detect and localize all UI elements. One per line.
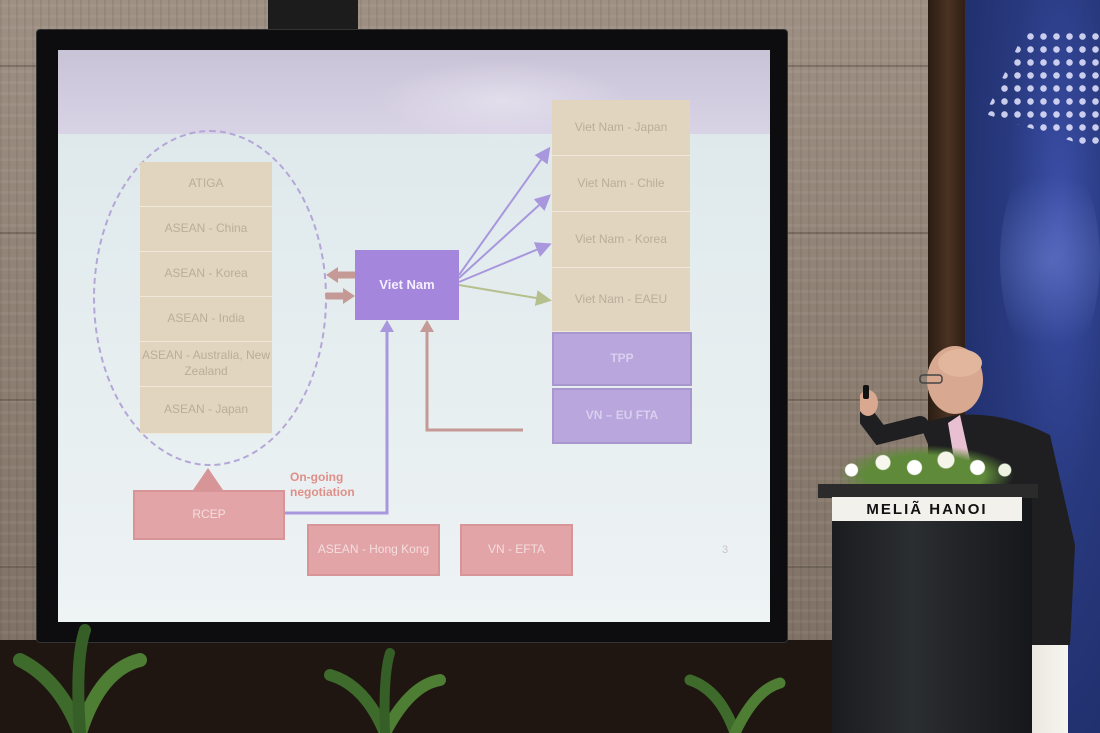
arrow-head-tpp-eu <box>420 320 434 332</box>
ongoing-negotiation-label: On-going negotiation <box>290 470 355 499</box>
agreement-vn-eu-fta: VN – EU FTA <box>552 388 692 444</box>
arrow-from-ongoing <box>285 326 389 515</box>
arrow-to-vn-korea <box>458 242 552 283</box>
agreement-vn-chile: Viet Nam - Chile <box>552 156 690 212</box>
arrows-to-left-group <box>326 267 355 304</box>
podium-top <box>818 484 1038 498</box>
projected-slide: ATIGA ASEAN - China ASEAN - Korea ASEAN … <box>58 50 770 622</box>
agreement-asean-korea: ASEAN - Korea <box>140 252 272 297</box>
arrow-head-left-2 <box>343 288 355 304</box>
arrow-from-tpp-eu <box>425 326 523 432</box>
arrows-to-bilateral-group <box>458 146 552 283</box>
speaker-arm <box>860 406 929 446</box>
podium-sign: MELIÃ HANOI <box>832 497 1022 521</box>
podium <box>832 490 1032 733</box>
viet-nam-center-box: Viet Nam <box>355 250 459 320</box>
agreement-asean-australia-nz: ASEAN - Australia, New Zealand <box>140 342 272 387</box>
plant-center <box>324 648 446 733</box>
asean-hong-kong-box: ASEAN - Hong Kong <box>307 524 440 576</box>
agreement-vn-korea: Viet Nam - Korea <box>552 212 690 268</box>
slide-arrows <box>193 146 552 515</box>
banner-glow <box>1000 150 1100 370</box>
flower-arrangement <box>820 440 1030 490</box>
vn-efta-box: VN - EFTA <box>460 524 573 576</box>
arrow-head-rcep <box>193 468 223 490</box>
arrow-head-left-1 <box>326 267 338 283</box>
slide-page-number: 3 <box>722 544 729 556</box>
speaker-glasses <box>919 374 943 384</box>
speaker-bald-top <box>938 349 982 377</box>
arrow-to-vn-eaeu <box>458 284 552 306</box>
agreement-asean-japan: ASEAN - Japan <box>140 387 272 434</box>
arrow-to-vn-chile <box>458 194 551 279</box>
agreement-asean-china: ASEAN - China <box>140 207 272 252</box>
agreement-asean-india: ASEAN - India <box>140 297 272 342</box>
rcep-box: RCEP <box>133 490 285 540</box>
arrow-head-ongoing <box>380 320 394 332</box>
arrow-to-vn-japan <box>458 146 551 276</box>
plant-right <box>684 674 786 733</box>
agreement-tpp: TPP <box>552 332 692 386</box>
presenter-remote-icon <box>863 385 869 399</box>
plant-left <box>13 624 147 733</box>
agreement-vn-japan: Viet Nam - Japan <box>552 100 690 156</box>
agreement-atiga: ATIGA <box>140 162 272 207</box>
agreement-vn-eaeu: Viet Nam - EAEU <box>552 268 690 332</box>
stage-floor <box>0 640 965 733</box>
